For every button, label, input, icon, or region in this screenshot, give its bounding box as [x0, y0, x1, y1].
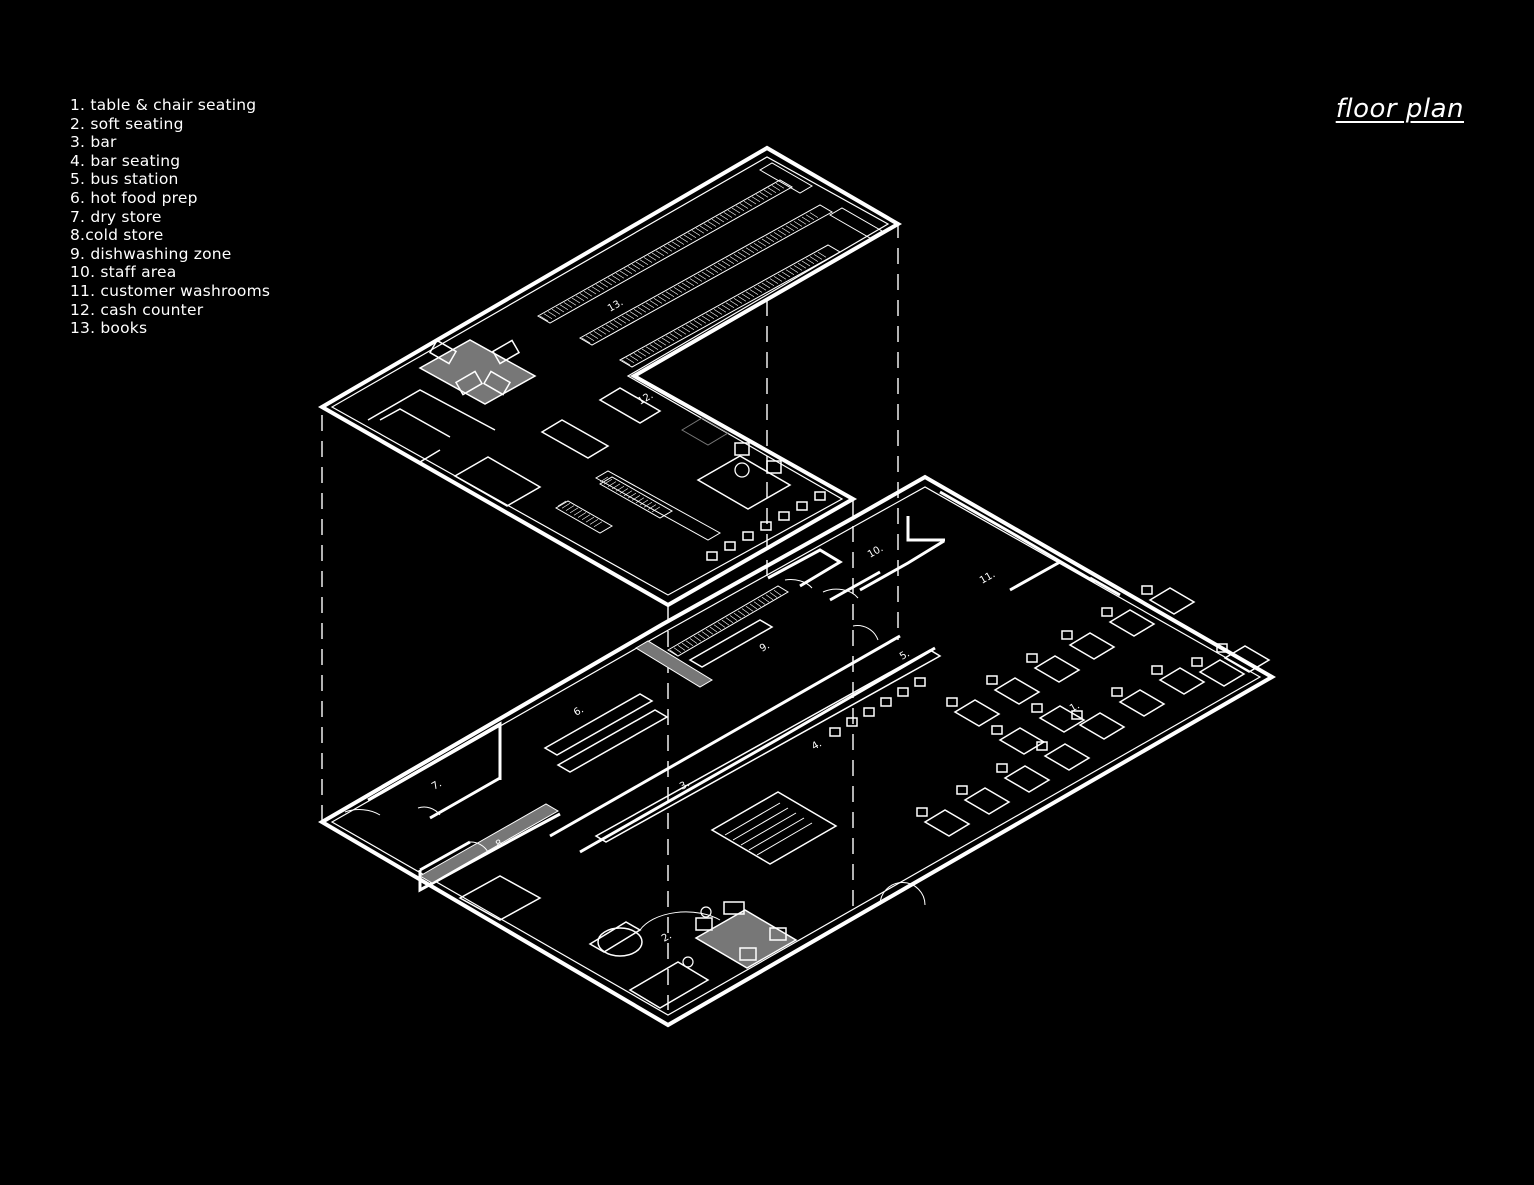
dining-tables	[916, 585, 1271, 837]
legend-item: 2. soft seating	[70, 114, 184, 133]
legend-item: 5. bus station	[70, 170, 179, 189]
legend-item: 1. table & chair seating	[70, 96, 257, 114]
legend-item: 4. bar seating	[70, 151, 181, 170]
legend-item: 7. dry store	[70, 207, 162, 226]
chair	[1141, 585, 1153, 595]
label-12: 12.	[636, 390, 655, 407]
label-3: 3.	[678, 778, 692, 792]
stairs	[724, 802, 813, 856]
label-1: 1.	[1068, 700, 1082, 714]
label-6: 6.	[572, 704, 586, 718]
legend-item: 13. books	[70, 319, 148, 338]
page-title: floor plan	[1335, 94, 1464, 124]
kitchen-walls	[367, 490, 1121, 893]
legend-item: 8.cold store	[70, 226, 164, 245]
label-4: 4.	[810, 738, 824, 752]
label-8: 8.	[494, 836, 508, 850]
chair	[956, 785, 968, 795]
chair	[916, 807, 928, 817]
legend-item: 9. dishwashing zone	[70, 244, 232, 263]
dining-table	[1033, 655, 1081, 683]
dining-table	[1148, 587, 1196, 615]
chair	[986, 675, 998, 685]
label-10: 10.	[866, 543, 885, 560]
dining-table	[1158, 667, 1206, 695]
lower-floor: 1. 2. 3. 4. 5. 6. 7. 8. 9. 10. 11.	[318, 474, 1277, 1028]
chair	[1071, 710, 1083, 720]
dining-table	[963, 787, 1011, 815]
dining-table	[1043, 743, 1091, 771]
label-7: 7.	[430, 778, 444, 792]
bar-stools	[829, 677, 926, 737]
dining-table	[998, 727, 1046, 755]
chair	[1031, 703, 1043, 713]
lower-floor-outline	[318, 474, 1277, 1028]
chair	[996, 763, 1008, 773]
label-11: 11.	[978, 569, 997, 586]
chair	[1026, 653, 1038, 663]
upper-floor-outline	[317, 145, 902, 608]
shelf-hatching	[539, 182, 827, 527]
legend-item: 10. staff area	[70, 263, 177, 282]
dining-table	[953, 699, 1001, 727]
chair	[1111, 687, 1123, 697]
dining-table	[1223, 645, 1271, 673]
label-2: 2.	[660, 930, 674, 944]
legend-item: 11. customer washrooms	[70, 281, 271, 300]
legend-item: 12. cash counter	[70, 300, 204, 319]
label-5: 5.	[898, 648, 912, 662]
chair	[1151, 665, 1163, 675]
projection-lines	[321, 222, 899, 1010]
chair	[1216, 643, 1228, 653]
label-9: 9.	[758, 640, 772, 654]
chair	[1191, 657, 1203, 667]
dining-table	[923, 809, 971, 837]
dining-table	[1108, 609, 1156, 637]
dining-table	[1003, 765, 1051, 793]
dining-table	[993, 677, 1041, 705]
chair	[946, 697, 958, 707]
upper-floor: 12. 13.	[317, 145, 902, 608]
dining-table	[1068, 632, 1116, 660]
legend-item: 6. hot food prep	[70, 188, 198, 207]
upper-stools	[706, 491, 826, 561]
dining-table	[1198, 659, 1246, 687]
chair	[991, 725, 1003, 735]
chair	[1061, 630, 1073, 640]
dining-table	[1038, 705, 1086, 733]
legend-item: 3. bar	[70, 133, 117, 152]
label-13: 13.	[606, 297, 625, 314]
doors	[344, 579, 926, 906]
bookshelves	[536, 162, 883, 541]
dining-table	[1118, 689, 1166, 717]
dining-table	[1078, 712, 1126, 740]
chair	[1101, 607, 1113, 617]
